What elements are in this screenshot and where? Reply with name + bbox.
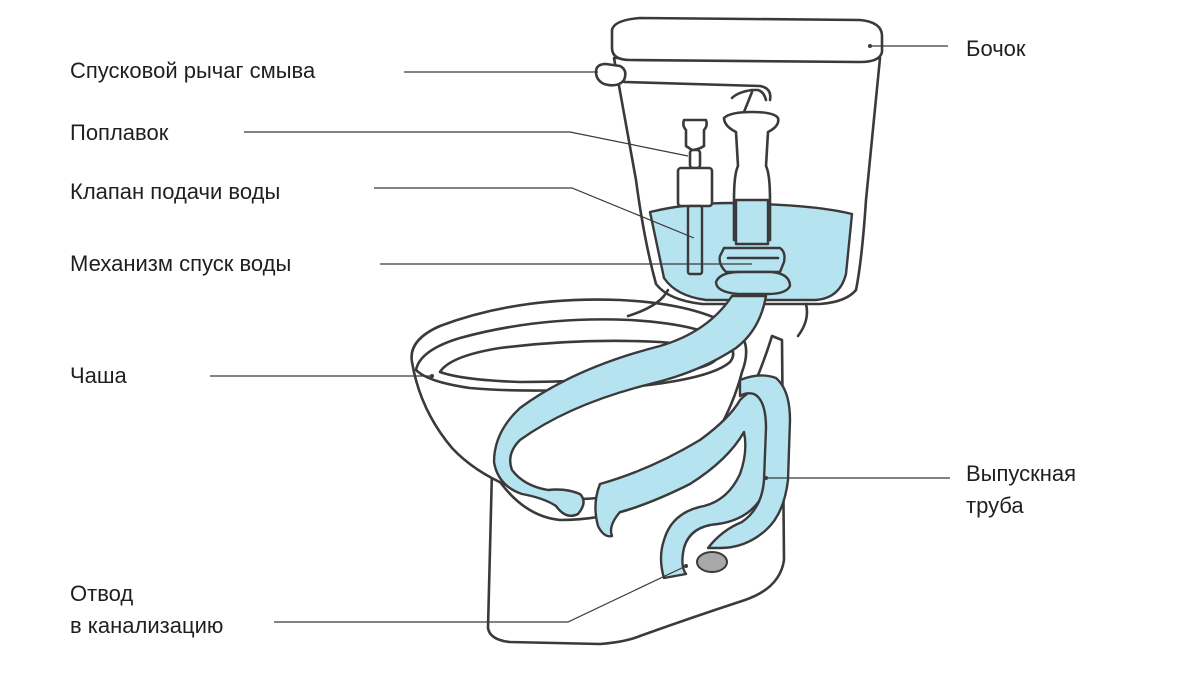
label-drain: Отвод в канализацию: [70, 578, 223, 642]
tank-lid: [612, 18, 882, 62]
leader-dot-bowl: [430, 374, 434, 378]
label-outlet-pipe: Выпускная труба: [966, 458, 1076, 522]
label-float: Поплавок: [70, 117, 168, 149]
float-top: [683, 120, 706, 150]
label-fill-valve-text: Клапан подачи воды: [70, 179, 280, 204]
float-neck: [690, 150, 700, 168]
label-flush-lever-text: Спусковой рычаг смыва: [70, 58, 315, 83]
label-bowl-text: Чаша: [70, 363, 127, 388]
label-bowl: Чаша: [70, 360, 127, 392]
label-tank-text: Бочок: [966, 36, 1026, 61]
leader-float: [244, 132, 688, 156]
flush-valve-base: [716, 272, 790, 294]
leader-dot-tank: [868, 44, 872, 48]
label-outlet-pipe-line-1: Выпускная: [966, 458, 1076, 490]
label-float-text: Поплавок: [70, 120, 168, 145]
label-flush-mechanism: Механизм спуск воды: [70, 248, 291, 280]
float-body: [678, 168, 712, 206]
tank-neck-right: [798, 304, 807, 336]
drain-cap: [697, 552, 727, 572]
label-fill-valve: Клапан подачи воды: [70, 176, 280, 208]
flush-lever-handle: [596, 64, 625, 85]
label-outlet-pipe-line-2: труба: [966, 490, 1076, 522]
label-flush-lever: Спусковой рычаг смыва: [70, 55, 315, 87]
label-flush-mechanism-text: Механизм спуск воды: [70, 251, 291, 276]
leader-dot-outlet: [764, 476, 768, 480]
flush-valve-seat: [720, 248, 785, 272]
label-tank: Бочок: [966, 33, 1026, 65]
label-drain-line-2: в канализацию: [70, 610, 223, 642]
leader-dot-drain: [684, 564, 688, 568]
flush-tower-lower: [736, 200, 768, 244]
label-drain-line-1: Отвод: [70, 578, 223, 610]
